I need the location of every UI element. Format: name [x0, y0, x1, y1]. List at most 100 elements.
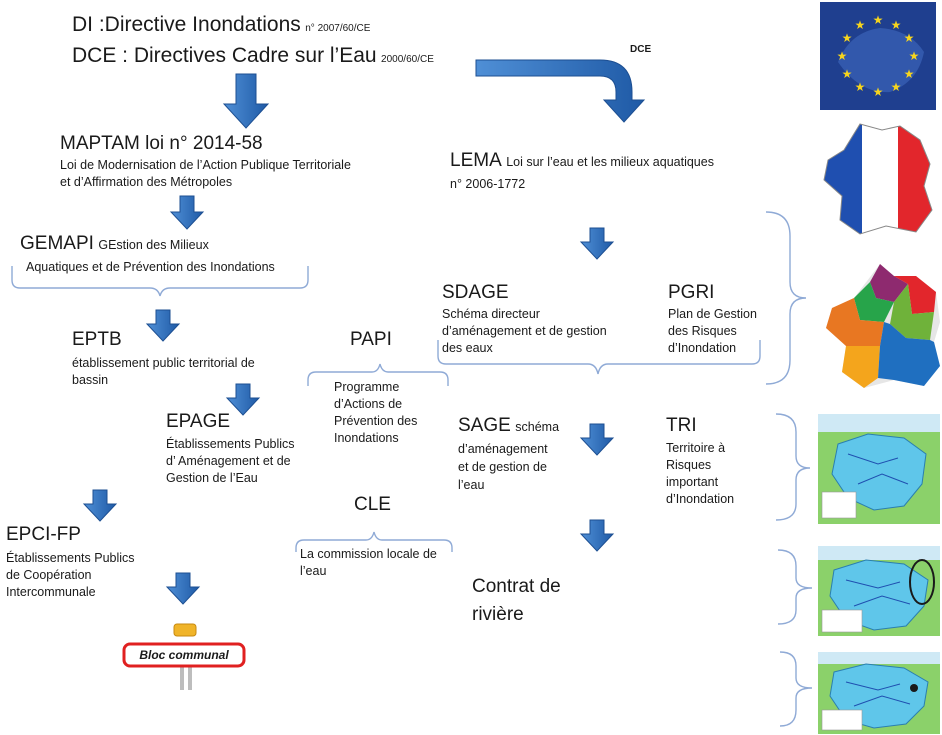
sage-desc-line2: d’aménagement — [458, 442, 548, 456]
arrow-eptb-to-epage — [225, 383, 261, 416]
epage-desc-line3: Gestion de l’Eau — [166, 471, 258, 485]
svg-text:★: ★ — [855, 80, 866, 94]
contrat-line2: rivière — [472, 604, 524, 625]
bloc-communal-label: Bloc communal — [139, 648, 229, 662]
arrow-sdage-to-sage — [579, 423, 615, 456]
cle-desc-line2: l’eau — [300, 564, 327, 578]
sage-title: SAGE — [458, 415, 511, 436]
eu-stars: ★★★ ★★★ ★★★ ★★★ — [837, 13, 920, 99]
papi-desc-line2: d’Actions de — [334, 397, 403, 411]
svg-text:★: ★ — [904, 67, 915, 81]
basin-map-image-2 — [818, 546, 940, 636]
epage-desc-line2: d’ Aménagement et de — [166, 454, 291, 468]
contrat-riviere: Contrat de rivière — [472, 573, 561, 629]
papi-desc: Programme d’Actions de Prévention des In… — [334, 379, 417, 447]
epci-desc-line1: Établissements Publics — [6, 551, 135, 565]
sage-desc-line4: l’eau — [458, 478, 485, 492]
right-bracket-bottom — [779, 651, 813, 727]
header-line2: DCE : Directives Cadre sur l’Eau 2000/60… — [72, 43, 434, 68]
maptam-desc-line2: et d’Affirmation des Métropoles — [60, 175, 233, 189]
directive-cadre-eau-title: DCE : Directives Cadre sur l’Eau — [72, 44, 377, 67]
contrat-line1: Contrat de — [472, 576, 561, 597]
lema-desc-line2: n° 2006-1772 — [450, 177, 526, 191]
sage-desc: d’aménagement et de gestion de l’eau — [458, 440, 548, 494]
sdage-title: SDAGE — [442, 282, 509, 303]
directive-cadre-eau-ref: 2000/60/CE — [381, 54, 434, 65]
sdage-desc-line1: Schéma directeur — [442, 307, 540, 321]
tri-desc: Territoire à Risques important d’Inondat… — [666, 440, 734, 508]
gemapi-desc-line2: Aquatiques et de Prévention des Inondati… — [26, 260, 275, 274]
cle-title: CLE — [354, 494, 391, 515]
cle-desc-line1: La commission locale de — [300, 547, 437, 561]
eptb-desc-line1: établissement public territorial de — [72, 356, 255, 370]
svg-text:★: ★ — [909, 49, 920, 63]
right-bracket-contrat — [777, 549, 813, 625]
papi-title: PAPI — [350, 329, 392, 350]
sage-desc-line1: schéma — [515, 420, 560, 434]
maptam-desc: Loi de Modernisation de l’Action Publiqu… — [60, 157, 351, 191]
epci-title: EPCI-FP — [6, 524, 81, 545]
tri-desc-line1: Territoire à — [666, 441, 726, 455]
epage-desc: Établissements Publics d’ Aménagement et… — [166, 436, 295, 487]
arrow-dce-to-lema — [475, 59, 646, 123]
svg-text:★: ★ — [904, 31, 915, 45]
epage-desc-line1: Établissements Publics — [166, 437, 295, 451]
arrow-to-epci — [82, 489, 118, 522]
lema-heading: LEMA Loi sur l’eau et les milieux aquati… — [450, 149, 714, 172]
svg-text:★: ★ — [891, 18, 902, 32]
epci-desc-line3: Intercommunale — [6, 585, 96, 599]
eu-flag-image: ★★★ ★★★ ★★★ ★★★ — [820, 2, 936, 110]
svg-text:★: ★ — [891, 80, 902, 94]
pgri-desc-line3: d’Inondation — [668, 341, 737, 355]
lema-desc-line1: Loi sur l’eau et les milieux aquatiques — [506, 155, 714, 169]
epci-desc-line2: de Coopération — [6, 568, 92, 582]
epage-title: EPAGE — [166, 411, 231, 432]
pgri-title: PGRI — [668, 282, 715, 303]
tri-desc-line2: Risques — [666, 458, 712, 472]
tri-desc-line4: d’Inondation — [666, 492, 735, 506]
pgri-desc: Plan de Gestion des Risques d’Inondation — [668, 306, 757, 357]
arrow-epci-to-bloc — [165, 572, 201, 605]
arrow-maptam-to-gemapi — [169, 195, 205, 230]
gemapi-bracket — [11, 266, 309, 297]
eptb-title: EPTB — [72, 329, 122, 350]
eptb-desc: établissement public territorial de bass… — [72, 355, 255, 389]
france-flag-map-image — [823, 123, 933, 235]
papi-bracket — [307, 363, 449, 386]
gemapi-desc-line1: GEstion des Milieux — [98, 238, 209, 252]
right-bracket-sdage — [765, 211, 807, 385]
arrow-lema-to-sdage — [579, 227, 615, 260]
tri-title: TRI — [666, 415, 697, 436]
svg-text:★: ★ — [873, 85, 884, 99]
sdage-pgri-bracket — [437, 340, 761, 375]
right-bracket-tri — [775, 413, 811, 521]
sdage-desc: Schéma directeur d’aménagement et de ges… — [442, 306, 607, 357]
sage-desc-line3: et de gestion de — [458, 460, 547, 474]
svg-text:★: ★ — [842, 67, 853, 81]
pgri-desc-line1: Plan de Gestion — [668, 307, 757, 321]
maptam-desc-line1: Loi de Modernisation de l’Action Publiqu… — [60, 158, 351, 172]
header-line1: DI :Directive Inondations n° 2007/60/CE — [72, 12, 370, 37]
basin-map-image-1 — [818, 414, 940, 524]
gemapi-title: GEMAPI — [20, 233, 94, 254]
maptam-title: MAPTAM loi n° 2014-58 — [60, 133, 263, 154]
lema-title: LEMA — [450, 150, 502, 171]
dce-label: DCE — [630, 44, 652, 55]
papi-desc-line1: Programme — [334, 380, 400, 394]
pgri-desc-line2: des Risques — [668, 324, 737, 338]
sdage-desc-line3: des eaux — [442, 341, 493, 355]
directive-inondations-ref: n° 2007/60/CE — [305, 23, 371, 34]
eptb-desc-line2: bassin — [72, 373, 109, 387]
svg-text:★: ★ — [873, 13, 884, 27]
basin-map-image-3 — [818, 652, 940, 734]
sdage-desc-line2: d’aménagement et de gestion — [442, 324, 607, 338]
svg-text:★: ★ — [855, 18, 866, 32]
cle-desc: La commission locale de l’eau — [300, 546, 437, 580]
france-basins-map-image — [826, 264, 940, 388]
papi-desc-line4: Inondations — [334, 431, 399, 445]
bloc-communal-sign — [122, 623, 246, 690]
arrow-di-to-maptam — [222, 73, 270, 129]
arrow-gemapi-to-eptb — [145, 309, 181, 342]
arrow-sage-to-contrat — [579, 519, 615, 552]
